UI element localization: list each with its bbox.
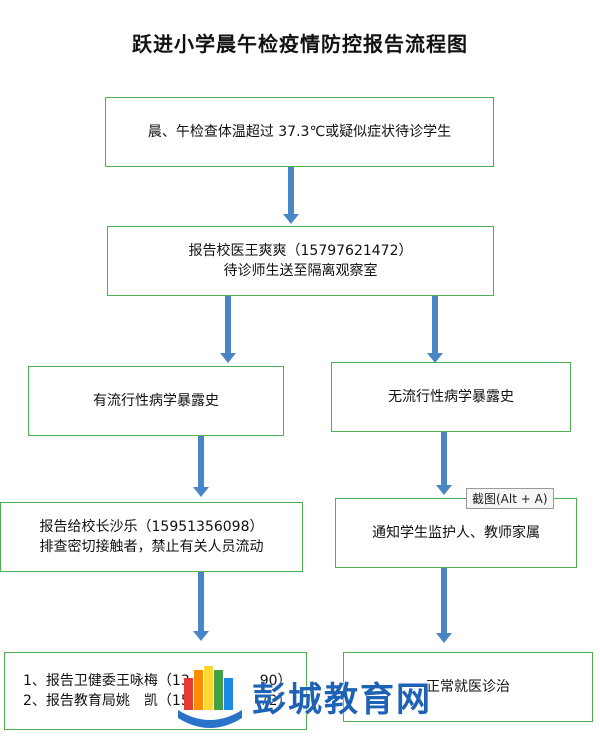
report-education-bureau-start: 2、报告教育局姚 凯（15 — [23, 693, 190, 709]
step-temperature-check: 晨、午检查体温超过 37.3℃或疑似症状待诊学生 — [105, 97, 494, 167]
report-health-commission: 1、报告卫健委王咏梅（13 90） — [23, 671, 292, 691]
step-report-authorities: 1、报告卫健委王咏梅（13 90） 2、报告教育局姚 凯（15 72） — [4, 652, 307, 730]
arrow-5-to-7 — [193, 572, 209, 641]
arrow-3-to-5 — [193, 436, 209, 497]
report-education-bureau-end: 72） — [259, 693, 292, 709]
step-report-principal-line1: 报告给校长沙乐（15951356098） — [39, 519, 264, 535]
report-health-commission-end: 90） — [259, 673, 292, 689]
step-report-school-doctor-line1: 报告校医王爽爽（15797621472） — [188, 243, 413, 259]
step-report-school-doctor: 报告校医王爽爽（15797621472） 待诊师生送至隔离观察室 — [107, 226, 494, 296]
step-normal-treatment-text: 正常就医诊治 — [426, 679, 510, 695]
report-education-bureau: 2、报告教育局姚 凯（15 72） — [23, 691, 292, 711]
watermark-logo: 彭城教育网 — [170, 660, 460, 730]
step-report-principal: 报告给校长沙乐（15951356098） 排查密切接触者，禁止有关人员流动 — [0, 502, 303, 572]
report-health-commission-start: 1、报告卫健委王咏梅（13 — [23, 673, 190, 689]
arrow-6-to-8 — [436, 568, 452, 643]
arrow-4-to-6 — [436, 432, 452, 495]
diagram-title: 跃进小学晨午检疫情防控报告流程图 — [132, 32, 468, 56]
step-notify-guardians-text: 通知学生监护人、教师家属 — [372, 525, 540, 541]
step-report-school-doctor-line2: 待诊师生送至隔离观察室 — [223, 263, 378, 279]
step-report-principal-line2: 排查密切接触者，禁止有关人员流动 — [39, 539, 264, 555]
step-normal-treatment: 正常就医诊治 — [343, 652, 593, 722]
arrow-2-to-4 — [427, 296, 443, 363]
step-exposure-history-text: 有流行性病学暴露史 — [93, 393, 219, 409]
step-exposure-history: 有流行性病学暴露史 — [28, 366, 284, 436]
arrow-2-to-3 — [220, 296, 236, 363]
watermark-text: 彭城教育网 — [252, 680, 432, 720]
step-notify-guardians: 通知学生监护人、教师家属 — [335, 498, 577, 568]
book-logo-icon — [178, 666, 242, 728]
step-no-exposure-history: 无流行性病学暴露史 — [331, 362, 571, 432]
screenshot-tooltip: 截图(Alt + A) — [466, 488, 554, 509]
step-temperature-check-text: 晨、午检查体温超过 37.3℃或疑似症状待诊学生 — [147, 124, 452, 140]
arrow-1-to-2 — [283, 167, 299, 224]
step-no-exposure-history-text: 无流行性病学暴露史 — [388, 389, 514, 405]
